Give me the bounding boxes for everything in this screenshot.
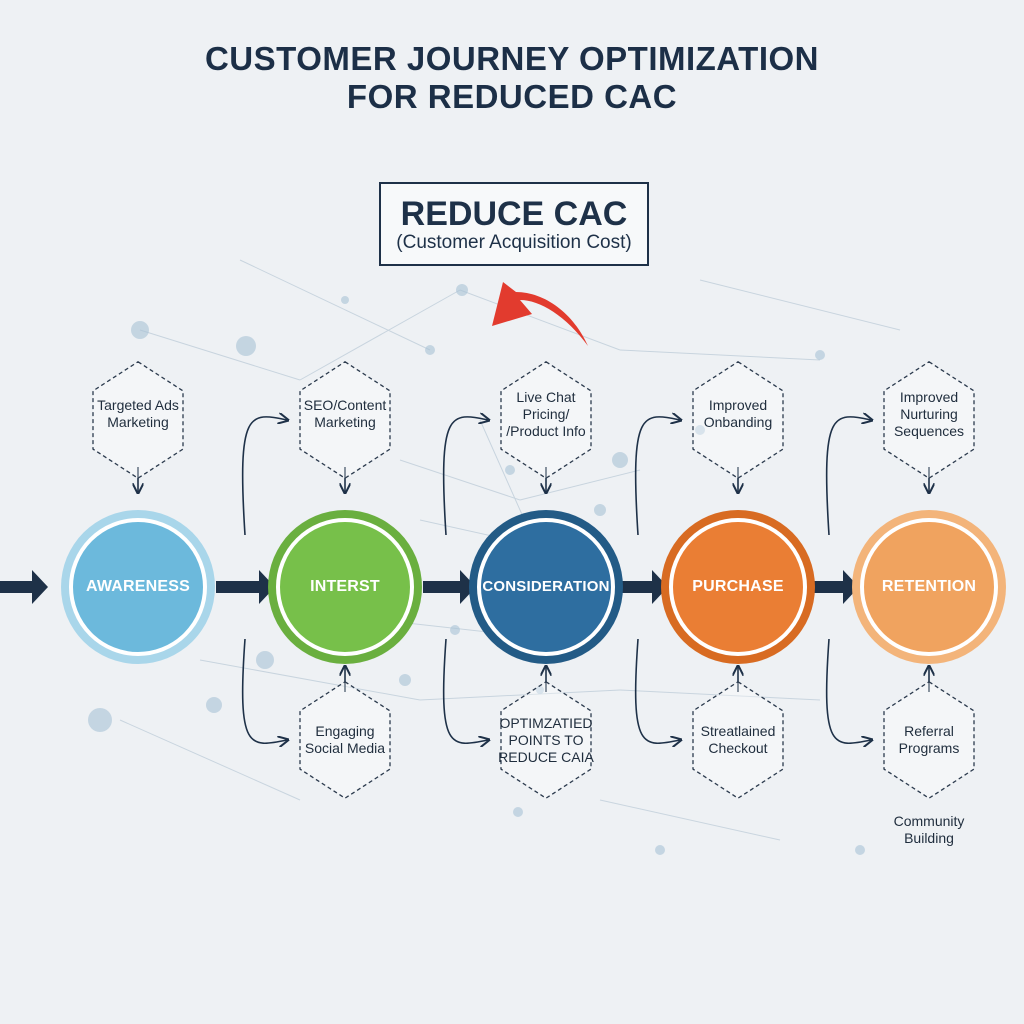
tactic-hexagon — [92, 361, 184, 479]
stage-label-interest: INTERST — [310, 578, 380, 595]
stage-circle-interest — [276, 518, 414, 656]
goal-arrow — [492, 282, 588, 346]
flow-arrow — [622, 570, 668, 604]
stage-circle-awareness — [69, 518, 207, 656]
tactic-hexagons — [92, 361, 975, 799]
tactic-curve — [241, 417, 287, 536]
goal-title: REDUCE CAC — [400, 195, 628, 233]
tactic-hexagon — [883, 361, 975, 479]
tactic-curve — [442, 417, 488, 536]
tactic-curve — [634, 638, 680, 743]
stage-label-retention: RETENTION — [881, 578, 977, 595]
tactic-hexagon — [883, 681, 975, 799]
stage-label-purchase: PURCHASE — [692, 578, 784, 595]
tactic-hexagon — [299, 681, 391, 799]
flow-arrow — [216, 570, 275, 604]
tactic-hexagon — [692, 361, 784, 479]
stage-label-awareness: AWARENESS — [85, 578, 191, 595]
title-line-2: FOR REDUCED CAC — [346, 78, 678, 115]
stage-circle-retention — [860, 518, 998, 656]
tactic-hexagon — [500, 361, 592, 479]
diagram-title: CUSTOMER JOURNEY OPTIMIZATION FOR REDUCE… — [0, 40, 1024, 116]
goal-box: REDUCE CAC (Customer Acquisition Cost) — [379, 182, 649, 266]
stage-circle-purchase — [669, 518, 807, 656]
tactic-hexagon — [299, 361, 391, 479]
tactic-curve — [825, 638, 871, 743]
flow-arrow — [0, 570, 48, 604]
tactic-curve — [825, 417, 871, 536]
flow-arrow — [423, 570, 476, 604]
goal-subtitle: (Customer Acquisition Cost) — [396, 232, 632, 253]
tactic-curve — [634, 417, 680, 536]
tactic-hexagon — [500, 681, 592, 799]
stage-circles — [61, 510, 1006, 664]
tactic-connectors — [138, 417, 929, 743]
stage-circle-consideration — [477, 518, 615, 656]
title-line-1: CUSTOMER JOURNEY OPTIMIZATION — [204, 40, 820, 77]
flow-arrow — [814, 570, 859, 604]
flow-arrows — [0, 570, 859, 604]
tactic-curve — [241, 638, 287, 743]
tactic-curve — [442, 638, 488, 743]
tactic-hexagon — [692, 681, 784, 799]
stage-label-consideration: CONSIDERATION — [482, 578, 610, 595]
